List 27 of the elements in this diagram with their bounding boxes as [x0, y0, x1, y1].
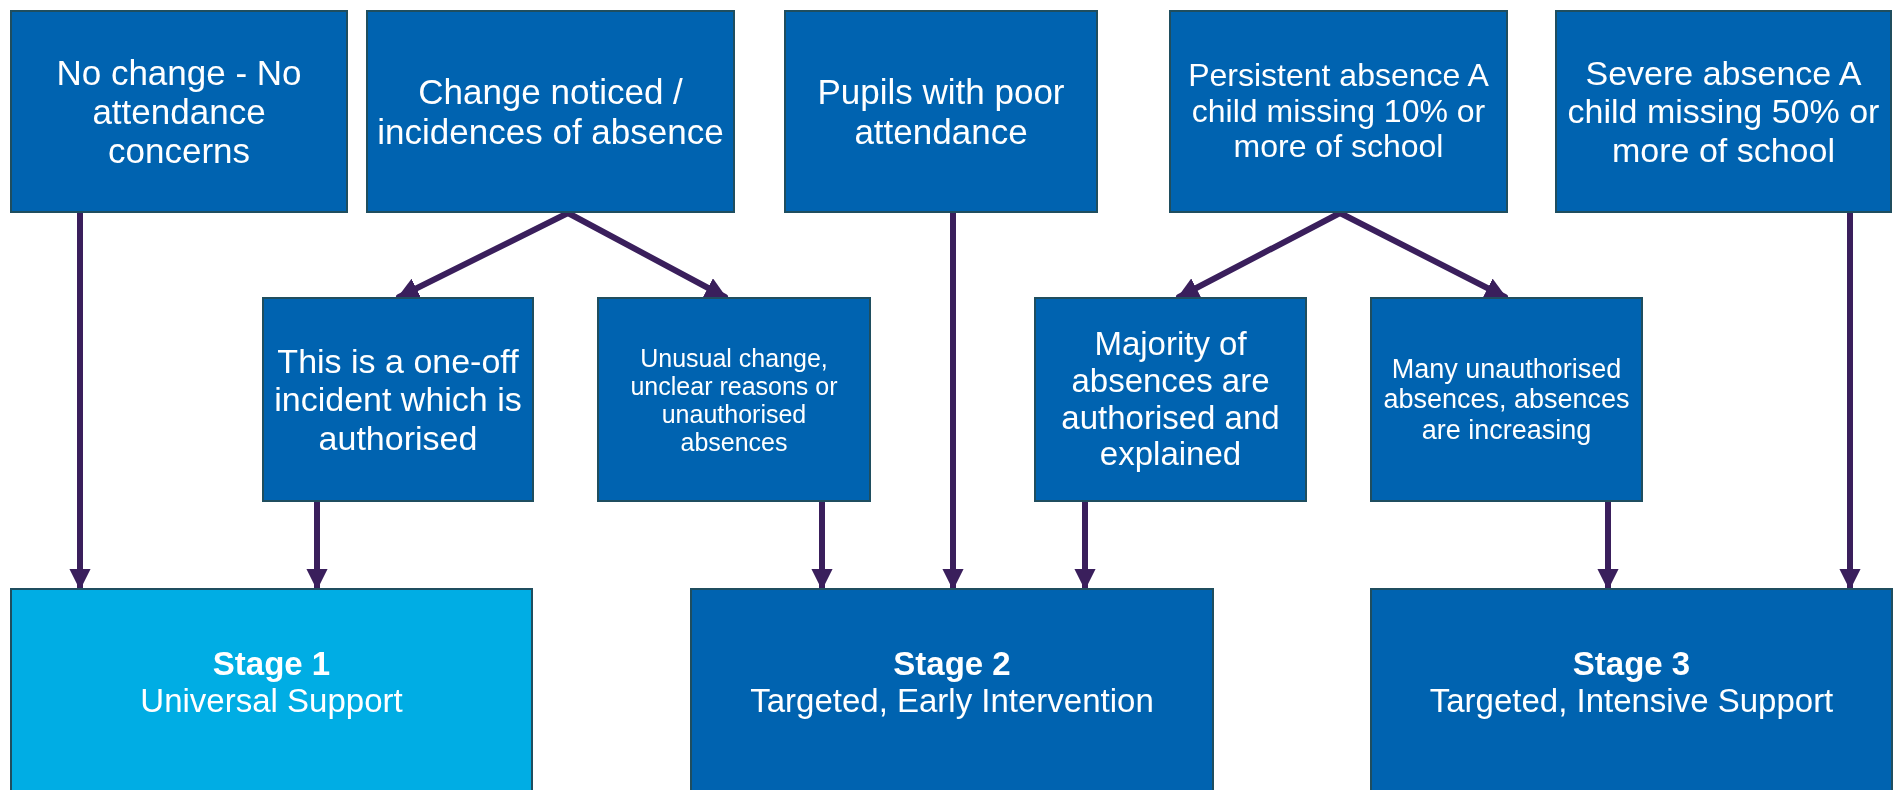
process-box [597, 297, 871, 502]
box-text: No change - No attendance concerns [55, 52, 303, 171]
box-text: Unusual change, unclear reasons or unauthorised absences [629, 343, 839, 456]
box-text: Majority of absences are authorised and explained [1060, 325, 1281, 474]
process-box [262, 297, 534, 502]
box-text: Pupils with poor attendance [816, 72, 1066, 151]
box-text: Many unauthorised absences, absences are increasing [1382, 354, 1631, 445]
process-box [1034, 297, 1307, 502]
box-text: Targeted, Early Intervention [750, 683, 1154, 720]
process-box [1555, 10, 1892, 213]
stage-title: Stage 1 [212, 646, 331, 683]
box-text: Targeted, Intensive Support [1429, 683, 1834, 720]
stage-box [1370, 588, 1893, 790]
box-text: Severe absence A child missing 50% or more of school [1566, 54, 1881, 169]
process-box [784, 10, 1098, 213]
process-box [1169, 10, 1508, 213]
process-box [1370, 297, 1643, 502]
process-box [366, 10, 735, 213]
stage-box [10, 588, 533, 790]
box-text: This is a one-off incident which is authorised [273, 342, 523, 457]
stage-title: Stage 3 [1572, 646, 1691, 683]
stage-box [690, 588, 1214, 790]
box-text: Persistent absence A child missing 10% or more of school [1187, 57, 1490, 166]
box-text: Universal Support [140, 683, 403, 720]
stage-title: Stage 2 [893, 646, 1011, 683]
box-text: Change noticed / incidences of absence [376, 72, 725, 151]
process-box [10, 10, 348, 213]
